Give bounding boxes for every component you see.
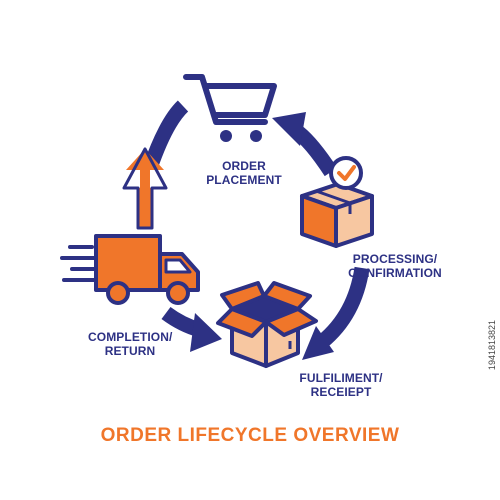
- shopping-cart-icon: [183, 74, 277, 142]
- stage-label-line: RETURN: [104, 344, 156, 358]
- stage-label-order-placement: ORDER PLACEMENT: [198, 159, 290, 187]
- stage-label-completion: COMPLETION/ RETURN: [88, 330, 172, 358]
- stage-label-line: FULFILIMENT/: [299, 371, 383, 385]
- stage-label-line: COMPLETION/: [88, 330, 173, 344]
- delivery-truck-icon: [60, 234, 200, 305]
- cycle-arrow-top: [142, 100, 189, 171]
- stage-label-line: ORDER: [222, 159, 266, 173]
- page-title: ORDER LIFECYCLE OVERVIEW: [100, 425, 400, 446]
- open-box-icon: [216, 281, 318, 368]
- stage-label-processing: PROCESSING/ CONFIRMATION: [345, 252, 445, 280]
- stage-label-line: PROCESSING/: [352, 252, 438, 266]
- stock-image-id: 1941813821: [487, 320, 497, 371]
- cycle-arrow-right-top: [272, 112, 338, 177]
- cycle-arrow-bottom-left: [161, 306, 222, 352]
- cycle-arrow-left-up: [122, 147, 168, 230]
- stage-label-line: CONFIRMATION: [348, 266, 442, 280]
- cycle-arrow-right-bottom: [302, 266, 370, 360]
- stage-label-fulfilment: FULFILIMENT/ RECEIEPT: [296, 371, 386, 399]
- stage-label-line: RECEIEPT: [310, 385, 372, 399]
- checked-parcel-icon: [300, 156, 374, 248]
- stage-label-line: PLACEMENT: [206, 173, 282, 187]
